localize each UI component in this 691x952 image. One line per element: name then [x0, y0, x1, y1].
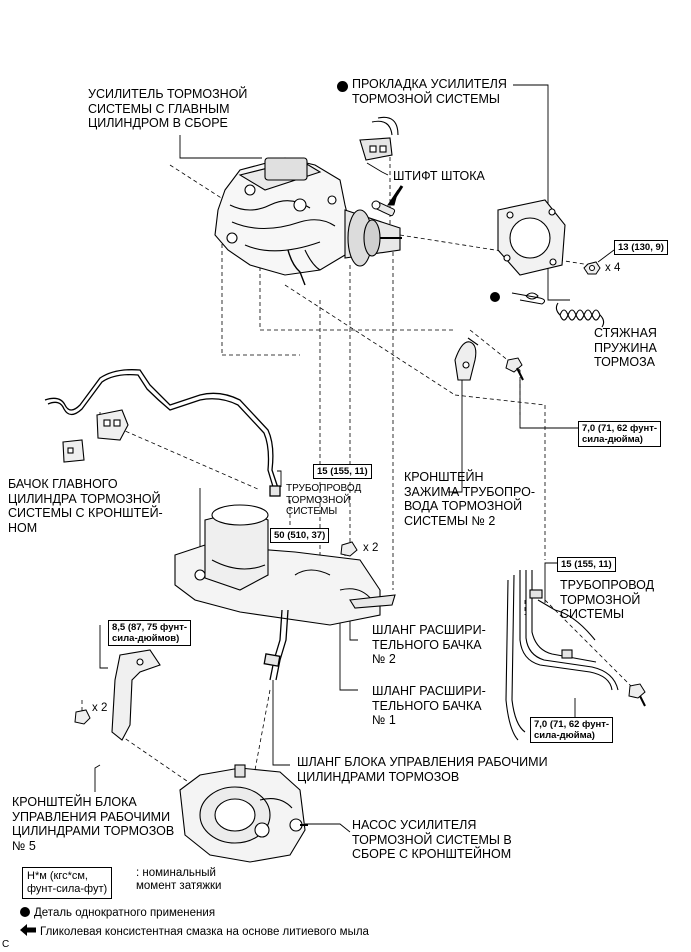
label-pump: НАСОС УСИЛИТЕЛЯ ТОРМОЗНОЙ СИСТЕМЫ В СБОР…	[352, 818, 512, 861]
pump-assembly	[179, 764, 308, 863]
dashed-lines	[81, 150, 636, 791]
bolt-right	[505, 357, 524, 381]
label-gasket: ПРОКЛАДКА УСИЛИТЕЛЯ ТОРМОЗНОЙ СИСТЕМЫ	[352, 77, 507, 106]
bolt-lower-right	[628, 683, 646, 707]
label-tube-small: ТРУБОПРОВОД ТОРМОЗНОЙ СИСТЕМЫ	[286, 483, 362, 517]
brake-tubes-right	[505, 570, 619, 741]
single-use-dot-icon	[20, 907, 30, 917]
booster-gasket	[497, 199, 566, 276]
label-hose1: ШЛАНГ РАСШИРИ- ТЕЛЬНОГО БАЧКА № 1	[372, 684, 486, 727]
torque-7-upper: 7,0 (71, 62 фунт- сила-дюйма)	[578, 421, 662, 447]
clip-part	[490, 292, 546, 305]
label-hose2: ШЛАНГ РАСШИРИ- ТЕЛЬНОГО БАЧКА № 2	[372, 623, 486, 666]
actuator-bracket	[111, 649, 161, 741]
torque-15-lower: 15 (155, 11)	[557, 557, 616, 572]
legend-single-use: Деталь однократного применения	[20, 906, 215, 920]
torque-8-5: 8,5 (87, 75 фунт- сила-дюймов)	[108, 620, 192, 646]
label-actuator-bracket: КРОНШТЕЙН БЛОКА УПРАВЛЕНИЯ РАБОЧИМИ ЦИЛИ…	[12, 795, 175, 853]
single-use-dot-gasket	[337, 81, 348, 92]
brake-booster-assembly	[214, 157, 402, 286]
label-pin: ШТИФТ ШТОКА	[393, 169, 485, 183]
tube-clips	[62, 409, 129, 463]
nut-x4	[583, 261, 601, 275]
connector-part	[359, 116, 399, 161]
label-clamp-bracket: КРОНШТЕЙН ЗАЖИМА ТРУБОПРО- ВОДА ТОРМОЗНО…	[404, 470, 535, 528]
tension-spring	[555, 302, 605, 328]
count-x2-bracket: x 2	[92, 702, 108, 714]
brake-tube-left	[44, 369, 281, 497]
torque-15-upper: 15 (155, 11)	[313, 464, 372, 479]
corner-mark: C	[2, 939, 10, 950]
torque-13: 13 (130, 9)	[614, 240, 668, 255]
reservoir-assembly	[174, 504, 396, 626]
torque-7-lower: 7,0 (71, 62 фунт- сила-дюйма)	[530, 717, 614, 743]
nut-x2-reservoir	[340, 541, 358, 557]
legend-single-use-text: Деталь однократного применения	[34, 907, 216, 919]
count-x4: x 4	[605, 262, 621, 274]
label-reservoir: БАЧОК ГЛАВНОГО ЦИЛИНДРА ТОРМОЗНОЙ СИСТЕМ…	[8, 477, 163, 535]
legend-unit-box: Н*м (кгс*см, фунт-сила-фут)	[22, 867, 113, 899]
label-spring: СТЯЖНАЯ ПРУЖИНА ТОРМОЗА	[594, 326, 657, 369]
label-actuator-hose: ШЛАНГ БЛОКА УПРАВЛЕНИЯ РАБОЧИМИ ЦИЛИНДРА…	[297, 755, 548, 784]
label-tube-right: ТРУБОПРОВОД ТОРМОЗНОЙ СИСТЕМЫ	[560, 578, 655, 621]
legend-unit-desc: : номинальный момент затяжки	[136, 867, 222, 892]
grease-arrow-icon	[20, 924, 36, 936]
torque-50: 50 (510, 37)	[270, 528, 330, 543]
legend-grease: Гликолевая консистентная смазка на основ…	[20, 924, 369, 939]
count-x2-reservoir: x 2	[363, 542, 379, 554]
legend-grease-text: Гликолевая консистентная смазка на основ…	[40, 926, 369, 938]
actuator-hose	[263, 609, 289, 681]
clamp-bracket	[454, 337, 479, 381]
label-booster: УСИЛИТЕЛЬ ТОРМОЗНОЙ СИСТЕМЫ С ГЛАВНЫМ ЦИ…	[88, 87, 248, 130]
nut-x2-bracket	[74, 709, 91, 725]
push-rod-pin	[371, 185, 404, 217]
